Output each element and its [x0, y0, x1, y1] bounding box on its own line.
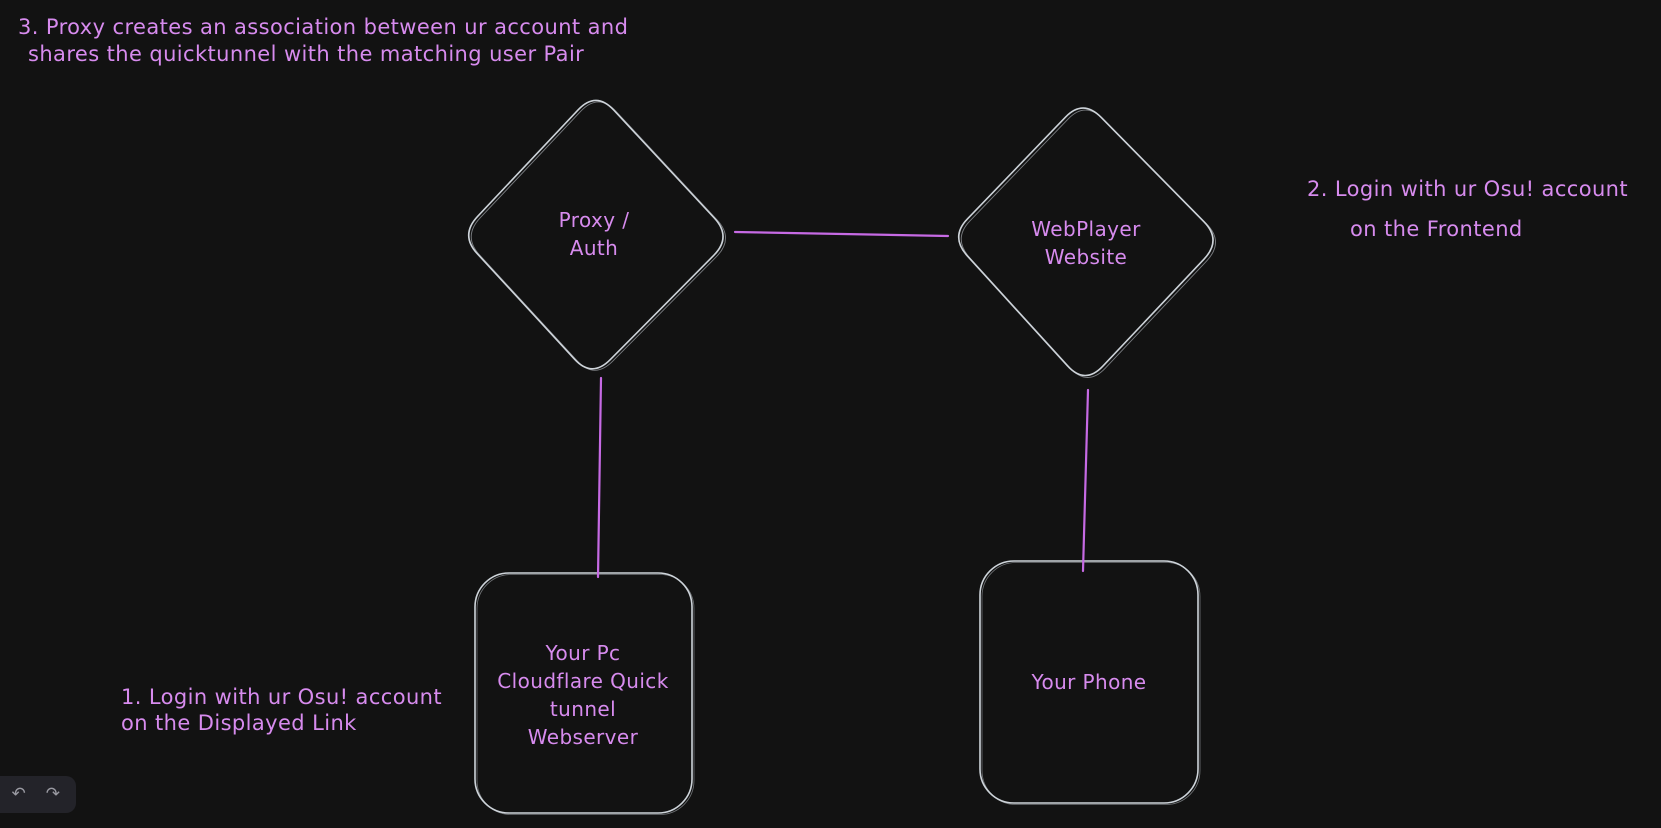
label-webplayer-website[interactable]: WebPlayer Website: [976, 215, 1196, 271]
label-your-phone-line1: Your Phone: [1031, 670, 1147, 694]
rect-your-phone-sketch-pass: [981, 562, 1201, 805]
label-webplayer-line2: Website: [1044, 245, 1128, 269]
label-proxy-auth-line1: Proxy /: [558, 208, 630, 232]
diamond-webplayer-website[interactable]: [957, 107, 1214, 377]
note-step3-line1: 3. Proxy creates an association between …: [18, 15, 629, 39]
note-step2[interactable]: 2. Login with ur Osu! account on the Fro…: [1307, 176, 1628, 243]
label-your-pc-line1: Your Pc: [545, 641, 621, 665]
undo-button[interactable]: ↶: [6, 782, 32, 807]
connector-webplayer-to-your-phone[interactable]: [1081, 388, 1090, 573]
note-step2-line2: on the Frontend: [1350, 217, 1523, 241]
note-step3[interactable]: 3. Proxy creates an association between …: [18, 14, 628, 68]
note-step1-line2: on the Displayed Link: [121, 711, 357, 735]
label-your-phone[interactable]: Your Phone: [979, 668, 1199, 696]
rect-your-pc[interactable]: [474, 572, 693, 814]
rect-your-pc-sketch-pass: [476, 574, 695, 815]
note-step3-line2: shares the quicktunnel with the matching…: [28, 42, 585, 66]
redo-icon[interactable]: ↷: [45, 784, 60, 804]
note-step2-line1: 2. Login with ur Osu! account: [1307, 177, 1629, 201]
connector-proxy-to-your-pc[interactable]: [596, 376, 603, 579]
label-your-pc-line4: Webserver: [527, 725, 639, 749]
label-your-pc[interactable]: Your Pc Cloudflare Quick tunnel Webserve…: [473, 639, 693, 751]
label-proxy-auth-line2: Auth: [569, 236, 619, 260]
diamond-webplayer-website-sketch-pass: [960, 109, 1216, 378]
label-webplayer-line1: WebPlayer: [1031, 217, 1141, 241]
diamond-proxy-auth[interactable]: [467, 99, 724, 370]
redo-button[interactable]: ↷: [40, 782, 66, 807]
connector-proxy-to-webplayer[interactable]: [733, 230, 950, 238]
note-step1[interactable]: 1. Login with ur Osu! account on the Dis…: [121, 684, 442, 736]
undo-icon[interactable]: ↶: [11, 784, 26, 804]
note-step1-line1: 1. Login with ur Osu! account: [121, 685, 443, 709]
label-proxy-auth[interactable]: Proxy / Auth: [484, 206, 704, 262]
rect-your-phone[interactable]: [979, 560, 1199, 804]
diamond-proxy-auth-sketch-pass: [470, 101, 726, 371]
label-your-pc-line2: Cloudflare Quick: [497, 669, 669, 693]
undo-redo-toolbar: ↶ ↷: [0, 776, 76, 813]
label-your-pc-line3: tunnel: [549, 697, 617, 721]
